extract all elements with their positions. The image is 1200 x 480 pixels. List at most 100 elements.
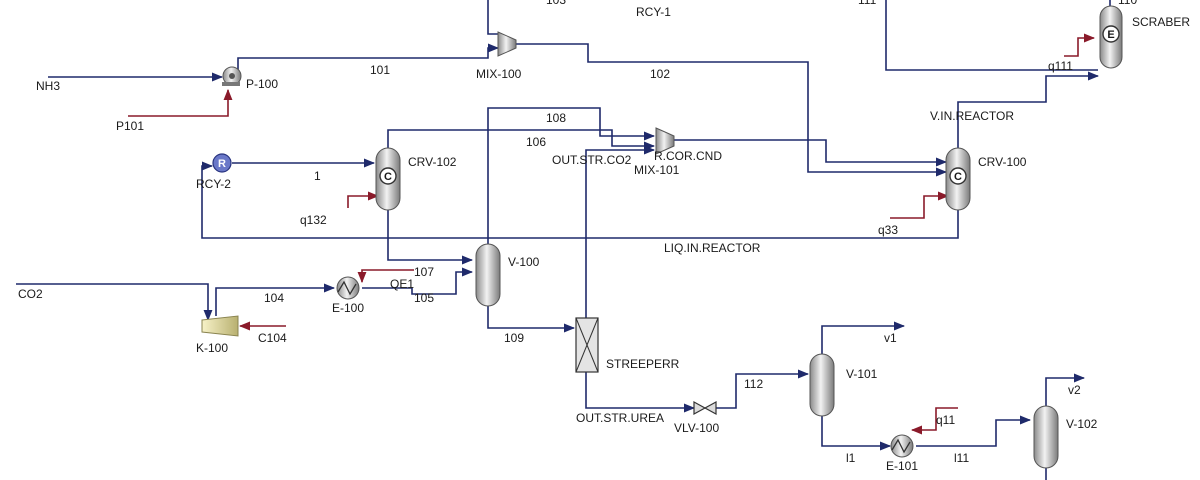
- unit-label-e100: E-100: [332, 301, 364, 315]
- stream-label-q33: q33: [878, 223, 898, 237]
- stream-111-line[interactable]: [885, 0, 1098, 71]
- separator-icon: [809, 353, 835, 417]
- stream-107-line[interactable]: [387, 210, 474, 265]
- energy-p101-line[interactable]: [128, 88, 233, 117]
- energy-q111-line[interactable]: [1064, 33, 1096, 57]
- stream-104-line[interactable]: [215, 283, 336, 316]
- stream-106-line[interactable]: [387, 129, 656, 151]
- stream-label-107: 107: [414, 265, 434, 279]
- stream-label-l1: l1: [846, 451, 856, 465]
- energy-q11-line[interactable]: [910, 407, 958, 435]
- unit-label-v100: V-100: [508, 255, 540, 269]
- stream-label-r-cor-cnd: R.COR.CND: [654, 149, 722, 163]
- stream-v2-line[interactable]: [1045, 373, 1086, 406]
- separator-v101[interactable]: [809, 353, 835, 417]
- energy-qe1-line[interactable]: [357, 269, 414, 284]
- energy-streams: [128, 33, 1096, 435]
- heat-exchanger-icon: [890, 434, 914, 458]
- stream-108-line[interactable]: [487, 107, 656, 248]
- stream-label-108: 108: [546, 111, 566, 125]
- stream-v-in-reactor-line[interactable]: [957, 71, 1100, 148]
- reactor-icon: C: [945, 147, 971, 211]
- stream-r-cor-cnd-line[interactable]: [674, 139, 948, 167]
- energy-q33-line[interactable]: [890, 191, 950, 219]
- heat-exchanger-e101[interactable]: [890, 434, 914, 458]
- stream-label-liq-in-reactor: LIQ.IN.REACTOR: [664, 241, 761, 255]
- stream-l1-line[interactable]: [821, 416, 892, 451]
- energy-q132-line[interactable]: [347, 191, 380, 208]
- mixer-mix101[interactable]: [655, 127, 675, 155]
- svg-text:C: C: [384, 171, 392, 183]
- stream-label-106: 106: [526, 135, 546, 149]
- reactor-crv100[interactable]: C: [945, 147, 971, 211]
- mixer-icon: [497, 31, 517, 57]
- svg-text:E: E: [1107, 29, 1114, 41]
- stream-102-line[interactable]: [516, 43, 948, 177]
- unit-labels: P-100 MIX-100 RCY-1 SCRABER CRV-102 MIX-…: [196, 5, 1190, 473]
- stream-label-103: 103: [546, 0, 566, 7]
- unit-label-vlv100: VLV-100: [674, 421, 719, 435]
- stream-112-line[interactable]: [716, 369, 810, 409]
- unit-label-v102: V-102: [1066, 417, 1098, 431]
- valve-vlv100[interactable]: [693, 400, 717, 416]
- stream-label-104: 104: [264, 291, 284, 305]
- svg-text:R: R: [218, 158, 226, 170]
- stream-label-co2: CO2: [18, 287, 43, 301]
- stream-label-q111: q111: [1048, 59, 1073, 73]
- stream-v1-line[interactable]: [821, 321, 906, 354]
- stream-out-str-co2-line[interactable]: [585, 145, 656, 318]
- stream-105-line[interactable]: [362, 267, 474, 295]
- column-streeperr[interactable]: [575, 317, 599, 373]
- recycle-icon: R: [212, 153, 232, 173]
- stream-label-v2: v2: [1068, 383, 1081, 397]
- column-scraber[interactable]: E: [1099, 5, 1123, 69]
- heat-exchanger-icon: [336, 276, 360, 300]
- stream-label-101: 101: [370, 63, 390, 77]
- mixer-icon: [655, 127, 675, 155]
- separator-v100[interactable]: [475, 243, 501, 307]
- stream-l11-line[interactable]: [916, 415, 1032, 447]
- unit-label-v101: V-101: [846, 367, 878, 381]
- stream-out-str-urea-line[interactable]: [585, 372, 696, 413]
- stream-label-q132: q132: [300, 213, 327, 227]
- stream-labels: 103 110 111 NH3 P101 101 102 q111 V.IN.R…: [18, 0, 1137, 465]
- stream-101-line[interactable]: [237, 43, 500, 70]
- stream-label-v-in-reactor: V.IN.REACTOR: [930, 109, 1014, 123]
- reactor-icon: C: [375, 147, 401, 211]
- stream-label-out-str-urea: OUT.STR.UREA: [576, 411, 664, 425]
- svg-text:C: C: [954, 171, 962, 183]
- valve-icon: [693, 400, 717, 416]
- stream-label-nh3: NH3: [36, 79, 60, 93]
- recycle-rcy2[interactable]: R: [212, 153, 232, 173]
- unit-label-streeperr: STREEPERR: [606, 357, 680, 371]
- unit-label-e101: E-101: [886, 459, 918, 473]
- stream-label-112: 112: [744, 377, 763, 391]
- stream-label-111: 111: [858, 0, 877, 7]
- stream-109-line[interactable]: [487, 306, 576, 333]
- material-streams: [16, 0, 1111, 480]
- column-icon: [575, 317, 599, 373]
- stream-label-1: 1: [314, 169, 321, 183]
- separator-v102[interactable]: [1033, 405, 1059, 469]
- stream-liq-in-reactor-line[interactable]: [201, 161, 959, 239]
- unit-label-k100: K-100: [196, 341, 228, 355]
- stream-label-105: 105: [414, 291, 434, 305]
- stream-label-p101: P101: [116, 119, 144, 133]
- unit-label-mix101: MIX-101: [634, 163, 680, 177]
- pump-icon: [222, 66, 242, 86]
- compressor-k100[interactable]: [201, 315, 239, 337]
- heat-exchanger-e100[interactable]: [336, 276, 360, 300]
- unit-label-rcy1: RCY-1: [636, 5, 671, 19]
- separator-icon: [475, 243, 501, 307]
- stream-co2-line[interactable]: [16, 283, 213, 322]
- column-icon: E: [1099, 5, 1123, 69]
- mixer-mix100[interactable]: [497, 31, 517, 57]
- unit-label-mix100: MIX-100: [476, 67, 522, 81]
- stream-label-102: 102: [650, 67, 670, 81]
- pump-p100[interactable]: [222, 66, 242, 86]
- reactor-crv102[interactable]: C: [375, 147, 401, 211]
- stream-label-c104: C104: [258, 331, 287, 345]
- stream-103-line[interactable]: [487, 0, 498, 35]
- stream-label-out-str-co2: OUT.STR.CO2: [552, 153, 632, 167]
